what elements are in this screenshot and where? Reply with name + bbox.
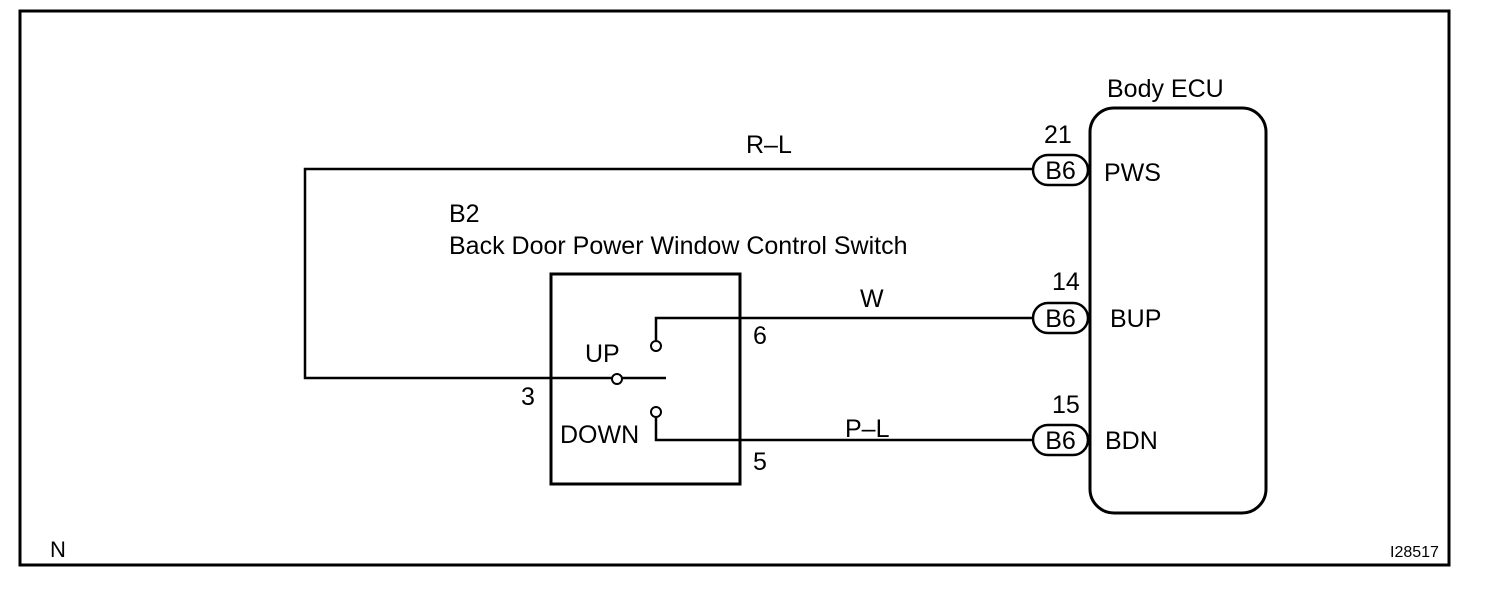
switch-down-contact [650,406,662,418]
wire-pws-color: R–L [746,131,792,159]
pin-pws-name: PWS [1104,159,1161,187]
body-ecu-box [1088,106,1268,515]
pin-bdn-name: BDN [1105,427,1158,455]
switch-common-contact [611,373,623,385]
connector-pws [1031,153,1090,187]
pin-bup-name: BUP [1110,305,1161,333]
switch-up-label: UP [585,340,620,368]
switch-code: B2 [449,200,480,228]
connector-bdn [1031,423,1090,457]
wire-down-color: P–L [845,415,890,443]
corner-left-mark: N [50,537,66,562]
connector-bup-label: B6 [1045,305,1076,333]
switch-up-contact [650,340,662,352]
connector-bdn-label: B6 [1045,427,1076,455]
figure-code: I28517 [1390,544,1439,561]
wire-up [654,316,1033,340]
connector-pws-label: B6 [1045,157,1076,185]
pin-21-label: 21 [1044,121,1072,149]
terminal-5-label: 5 [753,448,767,476]
connector-bup [1031,301,1090,335]
terminal-6-label: 6 [753,322,767,350]
diagram-frame [18,9,1451,567]
wire-down [654,418,1033,442]
switch-down-label: DOWN [560,421,639,449]
switch-name: Back Door Power Window Control Switch [449,232,908,260]
body-ecu-title: Body ECU [1107,75,1224,103]
terminal-3-label: 3 [521,383,535,411]
pin-14-label: 14 [1052,268,1080,296]
wire-pws [303,167,1033,380]
wire-up-color: W [860,285,884,313]
pin-15-label: 15 [1052,391,1080,419]
